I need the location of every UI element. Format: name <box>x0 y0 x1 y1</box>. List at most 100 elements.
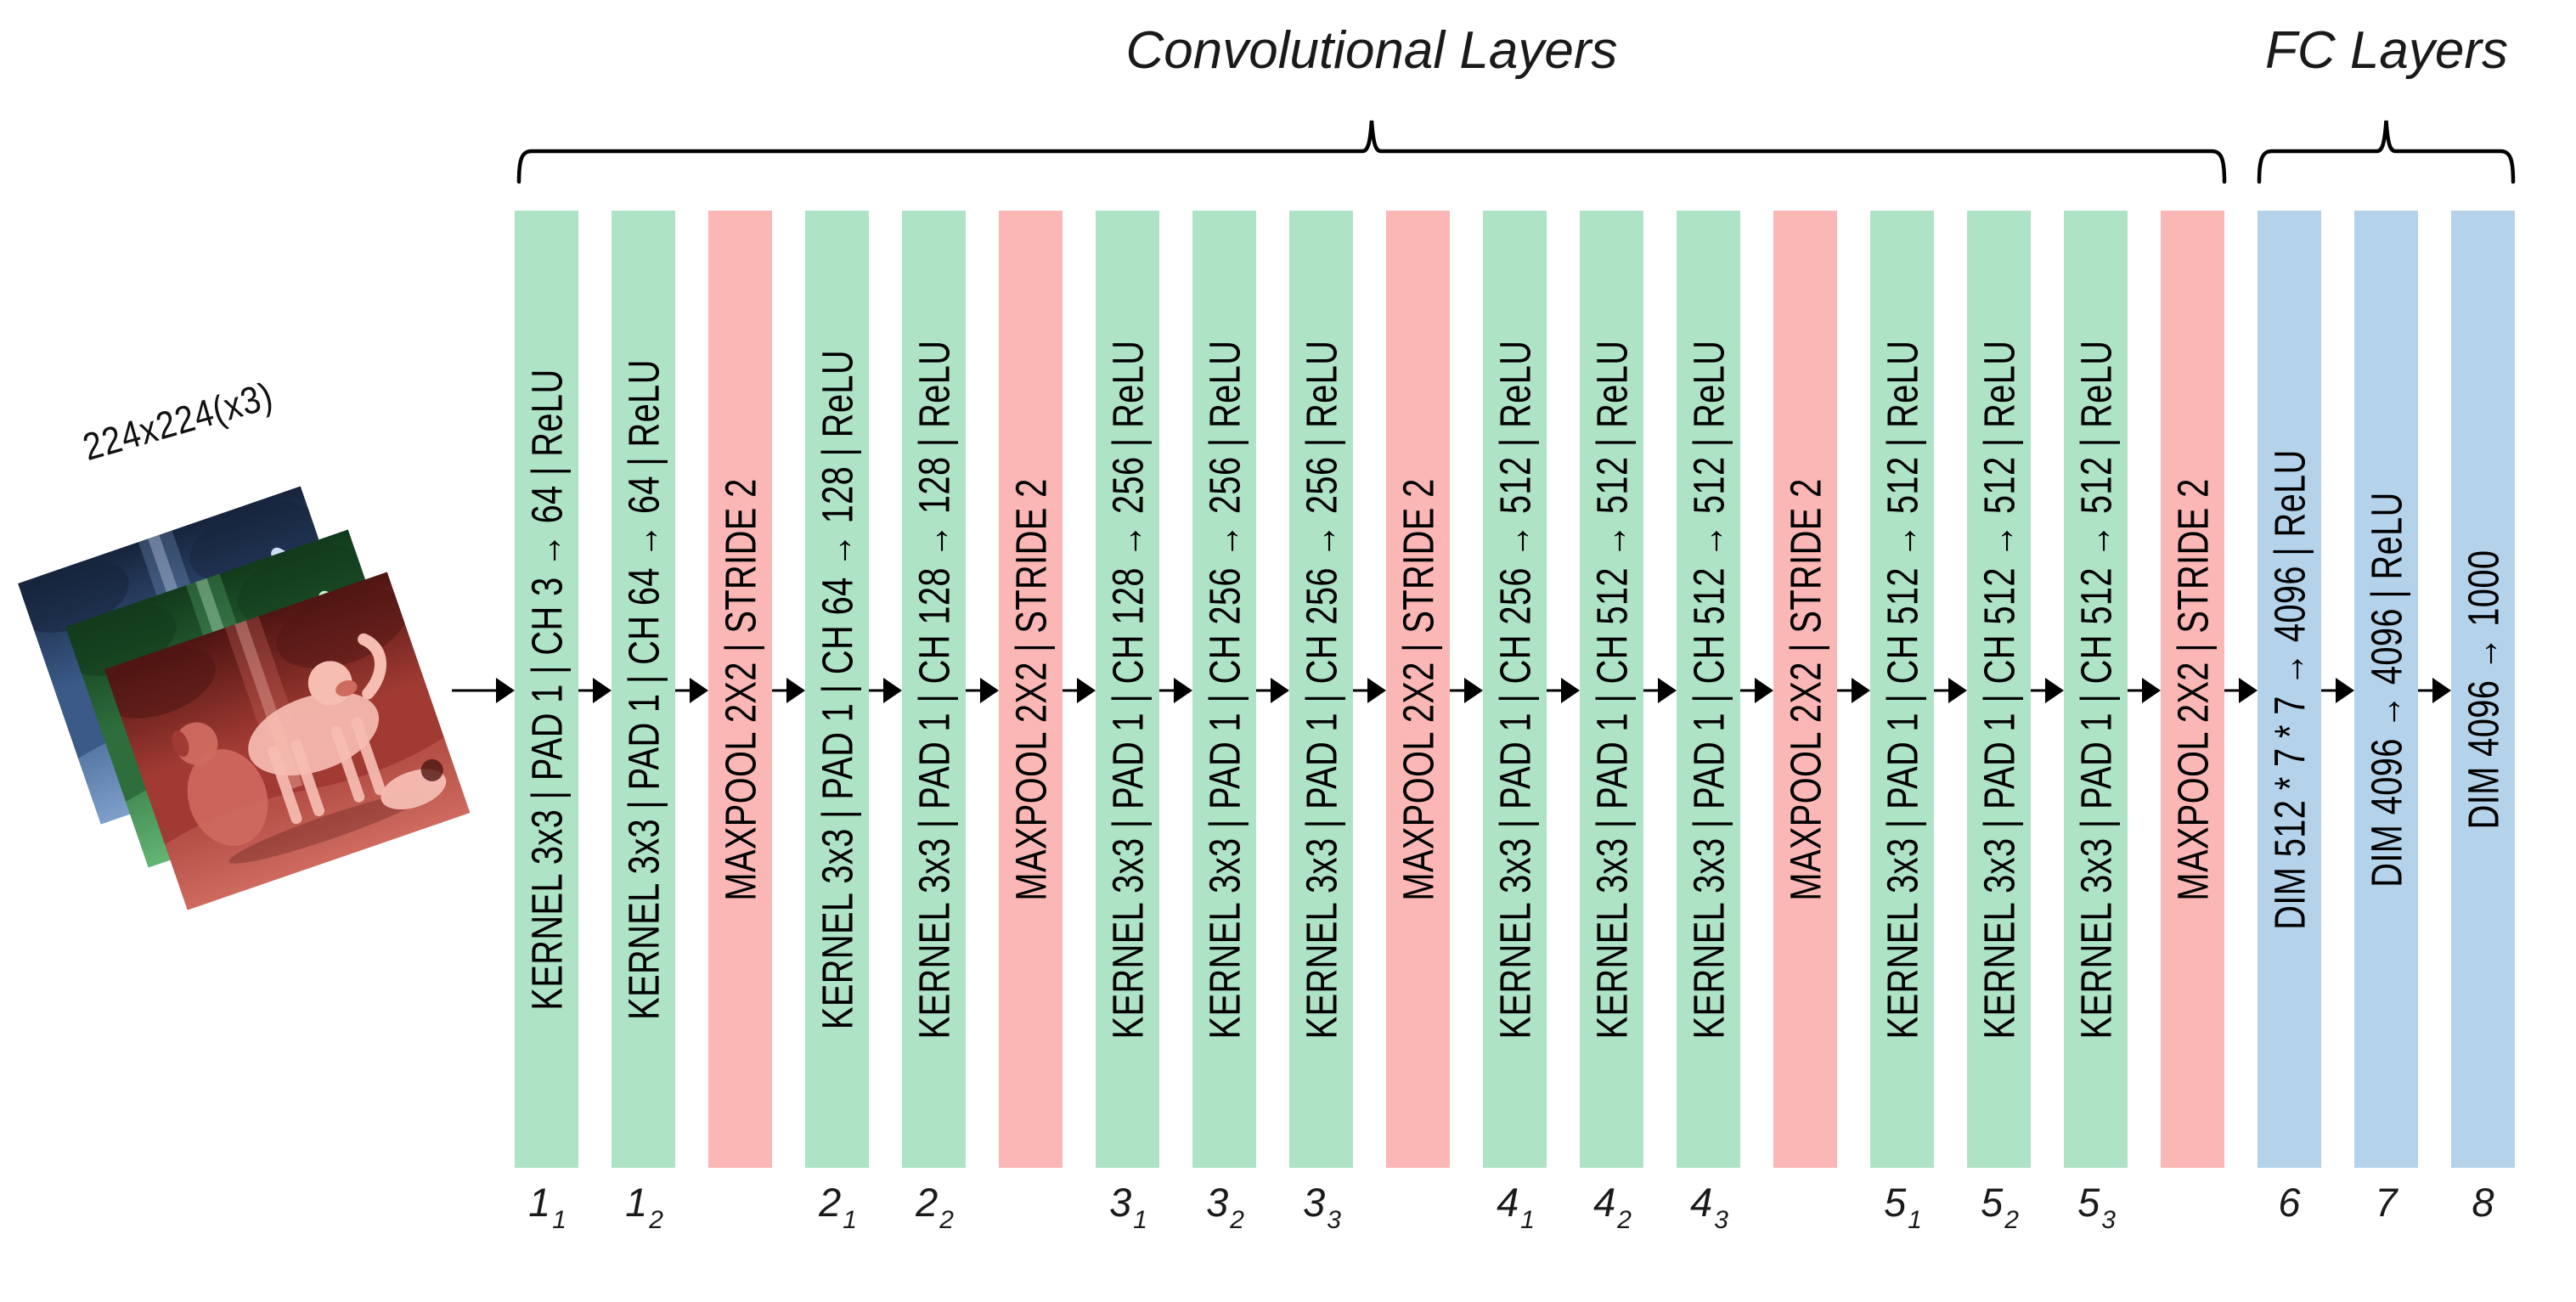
layer-index-main: 5 <box>1981 1180 2004 1225</box>
flow-arrow-icon <box>452 678 515 703</box>
layer-bar-pool-18: MAXPOOL 2X2 | STRIDE 2 <box>2161 211 2224 1168</box>
flow-arrow-icon <box>1063 678 1096 703</box>
layer-bar-conv-9: KERNEL 3x3 | PAD 1 | CH 256 → 256 | ReLU <box>1289 211 1353 1168</box>
layer-index-sub: 1 <box>552 1206 566 1234</box>
layer-bar-text: KERNEL 3x3 | PAD 1 | CH 256 → 256 | ReLU <box>1297 340 1345 1039</box>
layer-index-label: 32 <box>1176 1179 1273 1234</box>
layer-bar-text: KERNEL 3x3 | PAD 1 | CH 64 → 128 | ReLU <box>813 349 861 1029</box>
layer-index-label: 42 <box>1564 1179 1660 1234</box>
layer-bar-pool-14: MAXPOOL 2X2 | STRIDE 2 <box>1773 211 1837 1168</box>
layer-index-main: 3 <box>1109 1180 1132 1225</box>
layer-index-label: 33 <box>1273 1179 1370 1234</box>
layer-index-label: 7 <box>2338 1179 2435 1226</box>
layer-index-sub: 1 <box>1133 1206 1147 1234</box>
layer-index-sub: 3 <box>1327 1206 1341 1234</box>
layer-bar-text: KERNEL 3x3 | PAD 1 | CH 256 → 256 | ReLU <box>1200 340 1249 1039</box>
layer-index-label: 12 <box>595 1179 692 1234</box>
layer-index-main: 3 <box>1303 1180 1326 1225</box>
flow-arrow-icon <box>966 678 999 703</box>
layer-bar-conv-15: KERNEL 3x3 | PAD 1 | CH 512 → 512 | ReLU <box>1870 211 1934 1168</box>
layer-bar-text: KERNEL 3x3 | PAD 1 | CH 3 → 64 | ReLU <box>522 368 571 1011</box>
layer-bar-text: KERNEL 3x3 | PAD 1 | CH 512 → 512 | ReLU <box>2072 340 2120 1039</box>
layer-index-main: 8 <box>2472 1180 2494 1225</box>
layer-index-label: 51 <box>1854 1179 1951 1234</box>
layer-bar-pool-10: MAXPOOL 2X2 | STRIDE 2 <box>1386 211 1450 1168</box>
layer-index-sub: 1 <box>1520 1206 1535 1234</box>
flow-arrow-icon <box>2321 678 2354 703</box>
layer-index-sub: 2 <box>2004 1206 2019 1234</box>
flow-arrow-icon <box>2224 678 2258 703</box>
layer-bar-fc-20: DIM 4096 → 4096 | ReLU <box>2354 211 2418 1168</box>
flow-arrow-icon <box>2418 678 2451 703</box>
layer-bar-text: MAXPOOL 2X2 | STRIDE 2 <box>716 477 764 901</box>
layer-bar-text: MAXPOOL 2X2 | STRIDE 2 <box>2168 477 2217 901</box>
layer-index-sub: 2 <box>1617 1206 1632 1234</box>
layer-index-sub: 3 <box>2101 1206 2116 1234</box>
layer-bar-fc-21: DIM 4096 → 1000 <box>2451 211 2515 1168</box>
flow-arrow-icon <box>578 678 612 703</box>
layer-index-main: 1 <box>625 1180 648 1225</box>
layer-index-main: 5 <box>2077 1180 2100 1225</box>
layer-bar-text: MAXPOOL 2X2 | STRIDE 2 <box>1394 477 1442 901</box>
layer-bar-conv-16: KERNEL 3x3 | PAD 1 | CH 512 → 512 | ReLU <box>1967 211 2031 1168</box>
layer-bar-conv-7: KERNEL 3x3 | PAD 1 | CH 128 → 256 | ReLU <box>1096 211 1159 1168</box>
layer-index-label: 53 <box>2048 1179 2145 1234</box>
layer-index-main: 1 <box>528 1180 551 1225</box>
layer-bar-text: KERNEL 3x3 | PAD 1 | CH 512 → 512 | ReLU <box>1878 340 1926 1039</box>
flow-arrow-icon <box>1740 678 1773 703</box>
layer-bar-text: DIM 4096 → 4096 | ReLU <box>2362 491 2410 888</box>
layer-bar-conv-1: KERNEL 3x3 | PAD 1 | CH 3 → 64 | ReLU <box>515 211 578 1168</box>
layer-index-main: 4 <box>1690 1180 1713 1225</box>
layer-bar-conv-2: KERNEL 3x3 | PAD 1 | CH 64 → 64 | ReLU <box>612 211 675 1168</box>
flow-arrow-icon <box>1837 678 1870 703</box>
flow-arrow-icon <box>1547 678 1580 703</box>
layer-index-sub: 2 <box>649 1206 663 1234</box>
layer-index-main: 3 <box>1206 1180 1229 1225</box>
layer-index-main: 7 <box>2375 1180 2398 1225</box>
layer-bar-conv-12: KERNEL 3x3 | PAD 1 | CH 512 → 512 | ReLU <box>1580 211 1643 1168</box>
layer-index-label: 22 <box>886 1179 983 1234</box>
flow-arrow-icon <box>1643 678 1677 703</box>
layer-index-label: 8 <box>2435 1179 2532 1226</box>
layer-bar-conv-17: KERNEL 3x3 | PAD 1 | CH 512 → 512 | ReLU <box>2064 211 2128 1168</box>
layer-index-label: 21 <box>789 1179 886 1234</box>
layer-bar-text: KERNEL 3x3 | PAD 1 | CH 128 → 256 | ReLU <box>1103 340 1152 1039</box>
layer-bar-text: DIM 512 * 7 * 7 → 4096 | ReLU <box>2265 448 2314 930</box>
layer-bar-pool-3: MAXPOOL 2X2 | STRIDE 2 <box>708 211 772 1168</box>
layer-index-main: 4 <box>1593 1180 1616 1225</box>
layer-index-main: 5 <box>1884 1180 1907 1225</box>
layer-bar-conv-4: KERNEL 3x3 | PAD 1 | CH 64 → 128 | ReLU <box>805 211 869 1168</box>
flow-arrow-icon <box>869 678 902 703</box>
layer-index-label: 11 <box>499 1179 595 1234</box>
flow-arrow-icon <box>2031 678 2064 703</box>
layer-index-label: 6 <box>2241 1179 2338 1226</box>
layer-index-sub: 1 <box>1908 1206 1922 1234</box>
flow-arrow-icon <box>1256 678 1289 703</box>
layer-bar-text: KERNEL 3x3 | PAD 1 | CH 512 → 512 | ReLU <box>1684 340 1733 1039</box>
layer-bar-text: KERNEL 3x3 | PAD 1 | CH 128 → 128 | ReLU <box>910 340 958 1039</box>
conv-layers-title: Convolutional Layers <box>1125 21 1618 80</box>
layer-index-sub: 2 <box>939 1206 954 1234</box>
flow-arrow-icon <box>1450 678 1483 703</box>
flow-arrow-icon <box>1353 678 1386 703</box>
layer-bar-conv-11: KERNEL 3x3 | PAD 1 | CH 256 → 512 | ReLU <box>1483 211 1547 1168</box>
fc-layers-brace <box>2257 120 2516 184</box>
layer-index-label: 31 <box>1079 1179 1176 1234</box>
layer-bar-fc-19: DIM 512 * 7 * 7 → 4096 | ReLU <box>2258 211 2321 1168</box>
flow-arrow-icon <box>675 678 708 703</box>
layer-bar-text: KERNEL 3x3 | PAD 1 | CH 64 → 64 | ReLU <box>619 358 668 1020</box>
layer-bar-text: KERNEL 3x3 | PAD 1 | CH 512 → 512 | ReLU <box>1587 340 1636 1039</box>
layer-index-main: 2 <box>916 1180 939 1225</box>
conv-layers-brace <box>516 120 2227 184</box>
flow-arrow-icon <box>772 678 805 703</box>
layer-bar-text: MAXPOOL 2X2 | STRIDE 2 <box>1781 477 1829 901</box>
layer-bar-text: KERNEL 3x3 | PAD 1 | CH 512 → 512 | ReLU <box>1975 340 2023 1039</box>
layer-index-main: 6 <box>2278 1180 2301 1225</box>
layer-index-label: 52 <box>1951 1179 2048 1234</box>
layer-bar-conv-5: KERNEL 3x3 | PAD 1 | CH 128 → 128 | ReLU <box>902 211 966 1168</box>
flow-arrow-icon <box>1159 678 1192 703</box>
layer-bar-conv-13: KERNEL 3x3 | PAD 1 | CH 512 → 512 | ReLU <box>1677 211 1740 1168</box>
layer-index-label: 43 <box>1660 1179 1757 1234</box>
